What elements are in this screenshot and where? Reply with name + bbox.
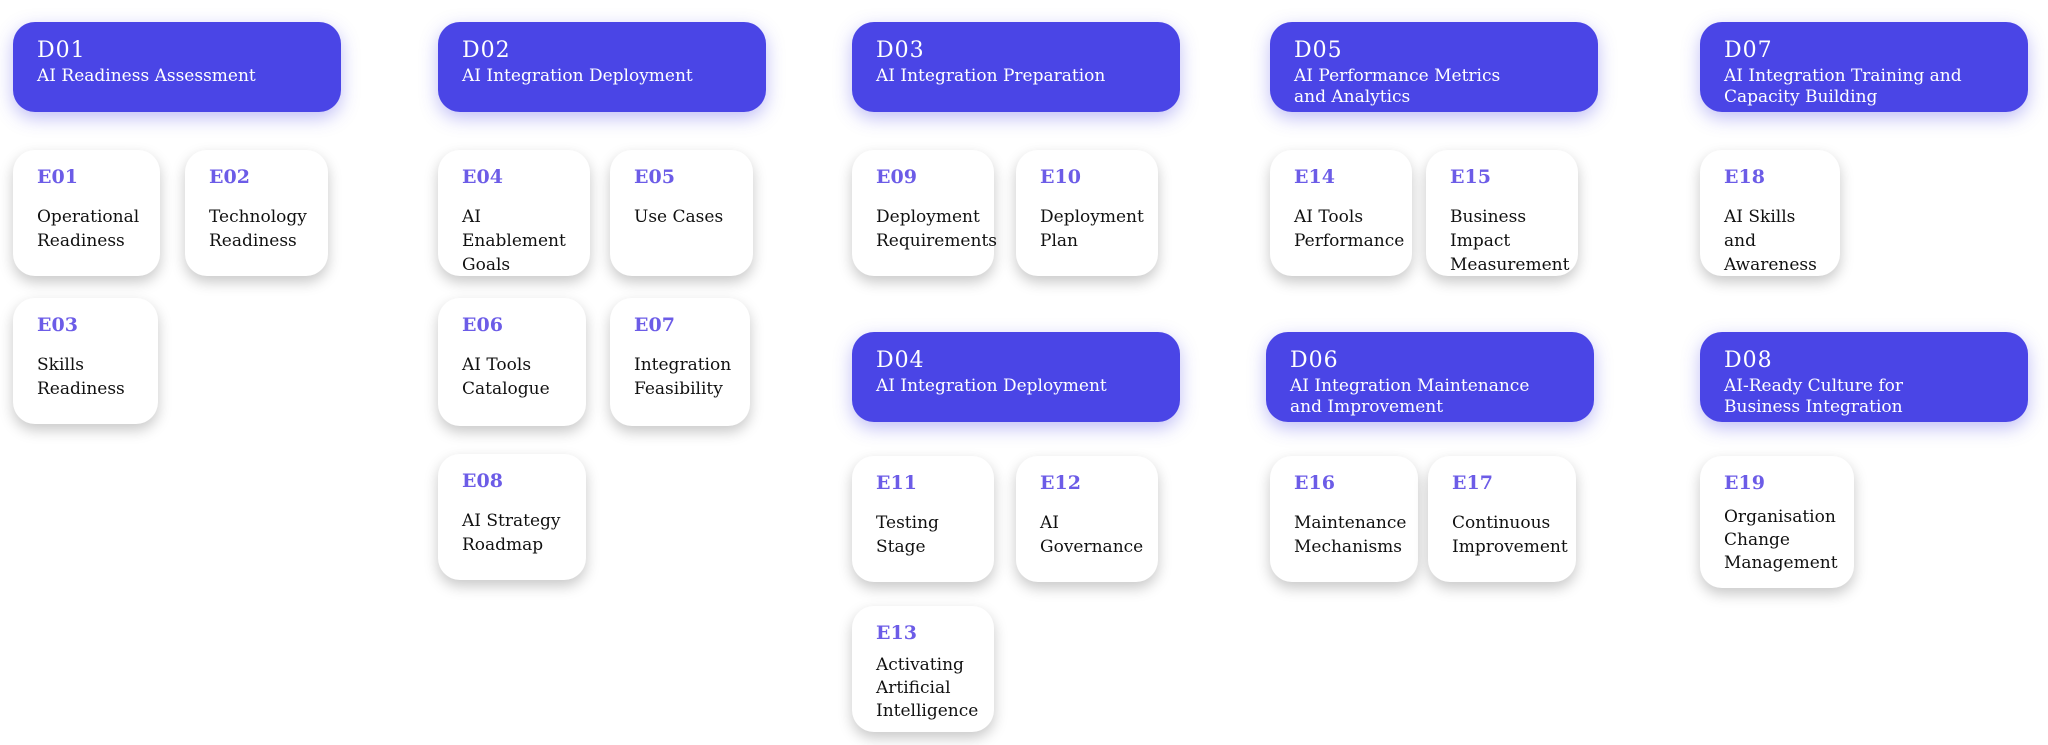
element-code: E03 bbox=[37, 314, 78, 336]
element-title: Use Cases bbox=[634, 207, 724, 227]
domain-title: AI-Ready Culture for Business Integratio… bbox=[1724, 376, 1904, 417]
element-card-e14[interactable]: E14 AI Tools Performance bbox=[1270, 150, 1412, 276]
element-code: E09 bbox=[876, 166, 917, 188]
element-title: Skills Readiness bbox=[37, 355, 125, 399]
element-code: E07 bbox=[634, 314, 675, 336]
element-code: E04 bbox=[462, 166, 503, 188]
element-code: E19 bbox=[1724, 472, 1765, 494]
element-title: AI Enablement Goals bbox=[462, 207, 566, 275]
element-title: Technology Readiness bbox=[209, 207, 307, 251]
element-title: AI Strategy Roadmap bbox=[462, 511, 561, 555]
element-title: Testing Stage bbox=[876, 513, 939, 557]
element-code: E18 bbox=[1724, 166, 1765, 188]
element-card-e13[interactable]: E13 Activating Artificial Intelligence bbox=[852, 606, 994, 732]
element-card-e15[interactable]: E15 Business Impact Measurement bbox=[1426, 150, 1578, 276]
domain-title: AI Integration Maintenance and Improveme… bbox=[1290, 376, 1530, 417]
element-card-e17[interactable]: E17 Continuous Improvement bbox=[1428, 456, 1576, 582]
element-card-e19[interactable]: E19 Organisation Change Management bbox=[1700, 456, 1854, 588]
element-code: E10 bbox=[1040, 166, 1081, 188]
domain-code: D01 bbox=[37, 38, 86, 63]
domain-card-d03[interactable]: D03 AI Integration Preparation bbox=[852, 22, 1180, 112]
domain-code: D05 bbox=[1294, 38, 1343, 63]
domain-title: AI Integration Preparation bbox=[876, 66, 1106, 86]
domain-card-d05[interactable]: D05 AI Performance Metrics and Analytics bbox=[1270, 22, 1598, 112]
domain-code: D02 bbox=[462, 38, 511, 63]
element-code: E17 bbox=[1452, 472, 1493, 494]
domain-card-d07[interactable]: D07 AI Integration Training and Capacity… bbox=[1700, 22, 2028, 112]
element-title: Operational Readiness bbox=[37, 207, 140, 251]
element-card-e03[interactable]: E03 Skills Readiness bbox=[13, 298, 158, 424]
element-code: E05 bbox=[634, 166, 675, 188]
element-title: Organisation Change Management bbox=[1724, 507, 1838, 573]
domain-card-d06[interactable]: D06 AI Integration Maintenance and Impro… bbox=[1266, 332, 1594, 422]
element-card-e01[interactable]: E01 Operational Readiness bbox=[13, 150, 160, 276]
domain-title: AI Integration Deployment bbox=[876, 376, 1107, 396]
element-code: E08 bbox=[462, 470, 503, 492]
element-card-e02[interactable]: E02 Technology Readiness bbox=[185, 150, 328, 276]
element-title: Integration Feasibility bbox=[634, 355, 732, 399]
element-title: AI Tools Performance bbox=[1294, 207, 1405, 251]
domain-card-d08[interactable]: D08 AI-Ready Culture for Business Integr… bbox=[1700, 332, 2028, 422]
element-card-e11[interactable]: E11 Testing Stage bbox=[852, 456, 994, 582]
element-title: Business Impact Measurement bbox=[1450, 207, 1570, 275]
element-title: Continuous Improvement bbox=[1452, 513, 1568, 557]
element-code: E15 bbox=[1450, 166, 1491, 188]
element-code: E11 bbox=[876, 472, 917, 494]
element-code: E16 bbox=[1294, 472, 1335, 494]
element-card-e07[interactable]: E07 Integration Feasibility bbox=[610, 298, 750, 426]
domain-title: AI Integration Deployment bbox=[462, 66, 693, 86]
domain-code: D07 bbox=[1724, 38, 1773, 63]
element-title: AI Tools Catalogue bbox=[462, 355, 550, 399]
element-card-e06[interactable]: E06 AI Tools Catalogue bbox=[438, 298, 586, 426]
domain-code: D03 bbox=[876, 38, 925, 63]
domain-code: D04 bbox=[876, 348, 925, 373]
element-card-e05[interactable]: E05 Use Cases bbox=[610, 150, 753, 276]
domain-card-d01[interactable]: D01 AI Readiness Assessment bbox=[13, 22, 341, 112]
element-card-e10[interactable]: E10 Deployment Plan bbox=[1016, 150, 1158, 276]
domain-card-d02[interactable]: D02 AI Integration Deployment bbox=[438, 22, 766, 112]
domain-code: D06 bbox=[1290, 348, 1339, 373]
domain-title: AI Readiness Assessment bbox=[37, 66, 256, 86]
domain-title: AI Integration Training and Capacity Bui… bbox=[1724, 66, 1962, 107]
element-code: E02 bbox=[209, 166, 250, 188]
element-title: AI Governance bbox=[1040, 513, 1144, 557]
element-code: E01 bbox=[37, 166, 78, 188]
element-card-e12[interactable]: E12 AI Governance bbox=[1016, 456, 1158, 582]
element-card-e08[interactable]: E08 AI Strategy Roadmap bbox=[438, 454, 586, 580]
element-code: E13 bbox=[876, 622, 917, 644]
element-card-e18[interactable]: E18 AI Skills and Awareness bbox=[1700, 150, 1840, 276]
domain-title: AI Performance Metrics and Analytics bbox=[1294, 66, 1501, 107]
element-card-e09[interactable]: E09 Deployment Requirements bbox=[852, 150, 998, 276]
element-title: Deployment Plan bbox=[1040, 207, 1144, 251]
element-code: E06 bbox=[462, 314, 503, 336]
element-card-e04[interactable]: E04 AI Enablement Goals bbox=[438, 150, 590, 276]
element-code: E14 bbox=[1294, 166, 1335, 188]
element-title: Deployment Requirements bbox=[876, 207, 998, 251]
element-code: E12 bbox=[1040, 472, 1081, 494]
element-title: Maintenance Mechanisms bbox=[1294, 513, 1407, 557]
element-card-e16[interactable]: E16 Maintenance Mechanisms bbox=[1270, 456, 1418, 582]
element-title: Activating Artificial Intelligence bbox=[876, 655, 979, 721]
domain-card-d04[interactable]: D04 AI Integration Deployment bbox=[852, 332, 1180, 422]
domain-code: D08 bbox=[1724, 348, 1773, 373]
element-title: AI Skills and Awareness bbox=[1724, 207, 1817, 275]
